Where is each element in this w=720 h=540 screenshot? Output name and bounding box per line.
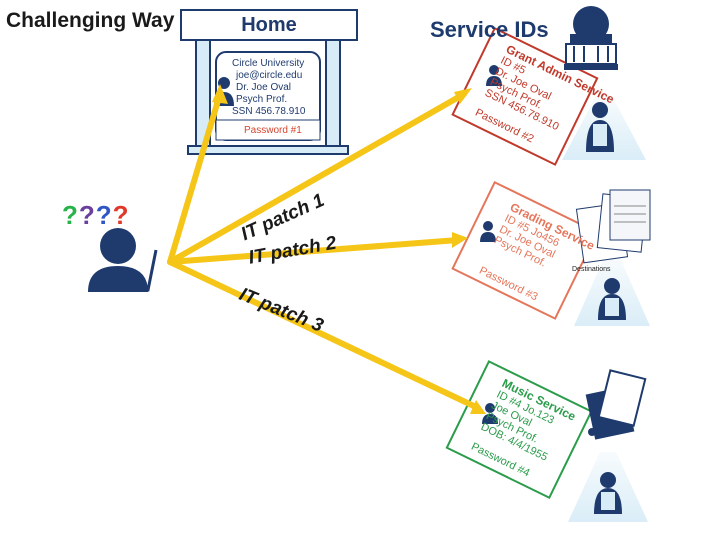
music-notes-icon xyxy=(585,369,647,440)
home-password: Password #1 xyxy=(244,125,302,136)
arrow-to-home xyxy=(167,91,223,265)
unknown-user-icon xyxy=(88,228,158,292)
service-person-2 xyxy=(574,258,650,326)
service-person-3 xyxy=(568,452,648,522)
destinations-label: Destinations xyxy=(572,266,611,273)
arrowhead-service3 xyxy=(470,400,486,414)
service-person-1 xyxy=(562,96,646,160)
grading-service-card xyxy=(451,180,599,320)
question-mark: ? xyxy=(95,200,113,230)
grant-service-card xyxy=(451,26,599,166)
home-id-card: Circle University joe@circle.edu Dr. Joe… xyxy=(232,58,305,118)
home-card-line: SSN 456.78.910 xyxy=(232,106,306,117)
question-mark: ? xyxy=(62,200,79,230)
it-patch-arrows xyxy=(167,91,481,411)
service3-user-icon xyxy=(482,403,498,424)
home-card-line: Psych Prof. xyxy=(236,94,288,105)
service-ids-title: Service IDs xyxy=(430,17,549,42)
unknown-user-label: ???? xyxy=(62,200,130,231)
arrow-heads xyxy=(212,84,486,414)
arrowhead-service2 xyxy=(452,232,468,248)
home-building xyxy=(187,37,349,155)
government-building-icon xyxy=(564,6,618,70)
service1-user-icon xyxy=(486,65,502,86)
page-title: Challenging Way xyxy=(6,9,175,32)
home-label: Home xyxy=(180,9,358,41)
question-mark: ? xyxy=(112,200,130,230)
arrow-to-service2 xyxy=(167,237,461,265)
service2-user-icon xyxy=(480,221,496,242)
grading-papers-icon xyxy=(575,189,651,264)
home-card-line: joe@circle.edu xyxy=(236,70,303,81)
home-card-line: Dr. Joe Oval xyxy=(236,82,292,93)
question-mark: ? xyxy=(78,200,96,230)
arrowhead-home xyxy=(212,84,228,104)
arrow-to-service1 xyxy=(167,91,467,265)
arrowhead-service1 xyxy=(454,88,472,104)
arrow-to-service3 xyxy=(167,259,481,411)
home-card-line: Circle University xyxy=(232,58,305,69)
